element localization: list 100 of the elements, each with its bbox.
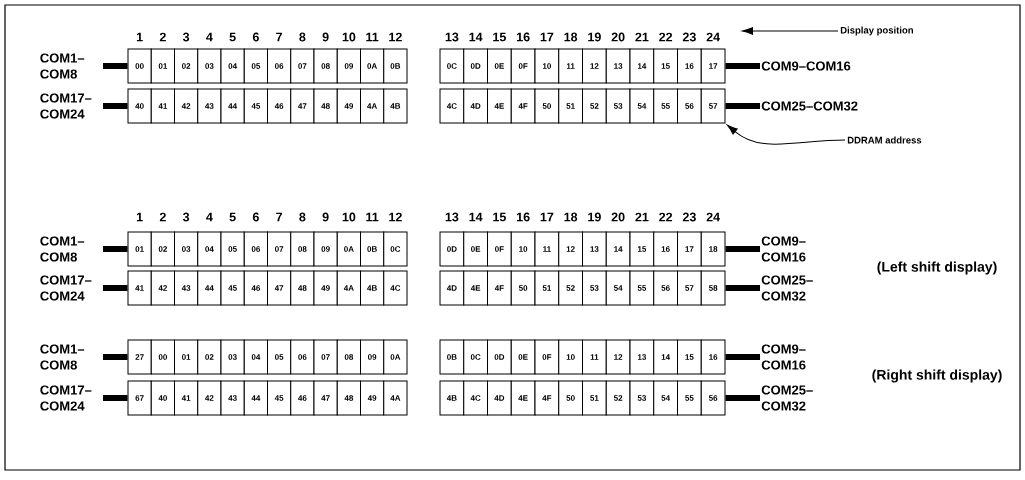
- position-number: 12: [389, 212, 402, 222]
- memory-cell: 48: [313, 88, 338, 124]
- memory-cell: 44: [220, 88, 245, 124]
- memory-cell: 41: [150, 88, 175, 124]
- memory-cell: 16: [677, 48, 702, 84]
- position-number: 16: [516, 32, 530, 42]
- position-number: 22: [659, 32, 673, 42]
- memory-cell: 4F: [487, 270, 512, 306]
- memory-cell: 49: [360, 380, 385, 416]
- memory-cell: 05: [243, 48, 268, 84]
- position-number: 9: [322, 212, 329, 222]
- memory-cell: 43: [197, 88, 222, 124]
- memory-cell: 02: [150, 231, 175, 267]
- memory-cell: 43: [220, 380, 245, 416]
- memory-cell: 09: [313, 231, 338, 267]
- memory-cell: 13: [582, 231, 607, 267]
- position-number: 21: [635, 32, 649, 42]
- memory-cell: 0C: [383, 231, 408, 267]
- memory-cell: 4A: [383, 380, 408, 416]
- memory-cell: 01: [174, 339, 199, 375]
- memory-cell: 17: [700, 48, 726, 84]
- memory-cell: 02: [197, 339, 222, 375]
- memory-cell: 0E: [463, 231, 488, 267]
- position-number: 22: [659, 212, 673, 222]
- memory-cell: 02: [174, 48, 199, 84]
- memory-cell: 11: [558, 48, 583, 84]
- memory-cell: 0D: [439, 231, 465, 267]
- position-number: 1: [136, 32, 143, 42]
- position-number: 11: [366, 32, 379, 42]
- memory-cell: 48: [290, 270, 315, 306]
- com-label: COM25– COM32: [761, 275, 813, 301]
- memory-cell: 45: [243, 88, 268, 124]
- memory-cell: 52: [582, 88, 607, 124]
- position-number: 23: [682, 32, 696, 42]
- memory-cell: 0D: [463, 48, 488, 84]
- memory-cell: 11: [582, 339, 607, 375]
- memory-cell: 54: [653, 380, 678, 416]
- connector-bar: [103, 354, 128, 360]
- memory-cell: 16: [653, 231, 678, 267]
- position-number: 15: [493, 212, 506, 222]
- com-label: COM9– COM16: [761, 344, 806, 370]
- com-label: COM9–COM16: [761, 61, 851, 71]
- memory-cell: 55: [677, 380, 702, 416]
- memory-cell: 0B: [439, 339, 465, 375]
- connector-bar: [103, 285, 128, 291]
- memory-cell: 46: [243, 270, 268, 306]
- memory-cell: 51: [534, 270, 560, 306]
- memory-cell: 10: [534, 48, 560, 84]
- memory-cell: 52: [558, 270, 583, 306]
- memory-cell: 42: [197, 380, 222, 416]
- memory-cell: 49: [313, 270, 338, 306]
- memory-cell: 05: [220, 231, 245, 267]
- memory-cell: 4C: [463, 380, 488, 416]
- memory-cell: 49: [336, 88, 361, 124]
- memory-cell: 4E: [510, 380, 536, 416]
- memory-cell: 18: [700, 231, 726, 267]
- position-number: 24: [706, 32, 720, 42]
- memory-cell: 47: [267, 270, 292, 306]
- position-number: 2: [159, 32, 166, 42]
- memory-cell: 53: [582, 270, 607, 306]
- position-number: 5: [229, 212, 236, 222]
- position-number: 3: [182, 32, 190, 42]
- memory-cell: 45: [267, 380, 292, 416]
- memory-cell: 0D: [487, 339, 512, 375]
- memory-cell: 17: [677, 231, 702, 267]
- memory-cell: 12: [558, 231, 583, 267]
- position-number: 18: [564, 212, 578, 222]
- memory-cell: 46: [290, 380, 315, 416]
- connector-bar: [103, 63, 128, 69]
- memory-cell: 07: [313, 339, 338, 375]
- position-number: 14: [469, 212, 483, 222]
- memory-cell: 07: [267, 231, 292, 267]
- memory-cell: 00: [150, 339, 175, 375]
- position-number: 6: [252, 32, 259, 42]
- memory-cell: 07: [290, 48, 315, 84]
- memory-cell: 4D: [439, 270, 465, 306]
- memory-cell: 0F: [510, 48, 536, 84]
- memory-cell: 06: [243, 231, 268, 267]
- position-number: 19: [588, 32, 601, 42]
- note-text: DDRAM address: [847, 136, 922, 144]
- position-number: 15: [493, 32, 506, 42]
- memory-cell: 15: [677, 339, 702, 375]
- position-number: 5: [229, 32, 236, 42]
- memory-cell: 4F: [510, 88, 536, 124]
- memory-cell: 13: [605, 48, 631, 84]
- connector-bar: [103, 103, 128, 109]
- com-label: COM25–COM32: [761, 101, 858, 111]
- memory-cell: 4B: [383, 88, 408, 124]
- memory-cell: 01: [150, 48, 175, 84]
- position-number: 17: [540, 212, 554, 222]
- memory-cell: 54: [629, 88, 655, 124]
- memory-cell: 42: [150, 270, 175, 306]
- position-number: 18: [564, 32, 578, 42]
- section-caption: (Left shift display): [877, 261, 997, 275]
- memory-cell: 04: [220, 48, 245, 84]
- memory-cell: 57: [700, 88, 726, 124]
- com-label: COM9– COM16: [761, 236, 806, 262]
- position-number: 4: [206, 32, 213, 42]
- com-label: COM17– COM24: [40, 385, 92, 411]
- memory-cell: 04: [243, 339, 268, 375]
